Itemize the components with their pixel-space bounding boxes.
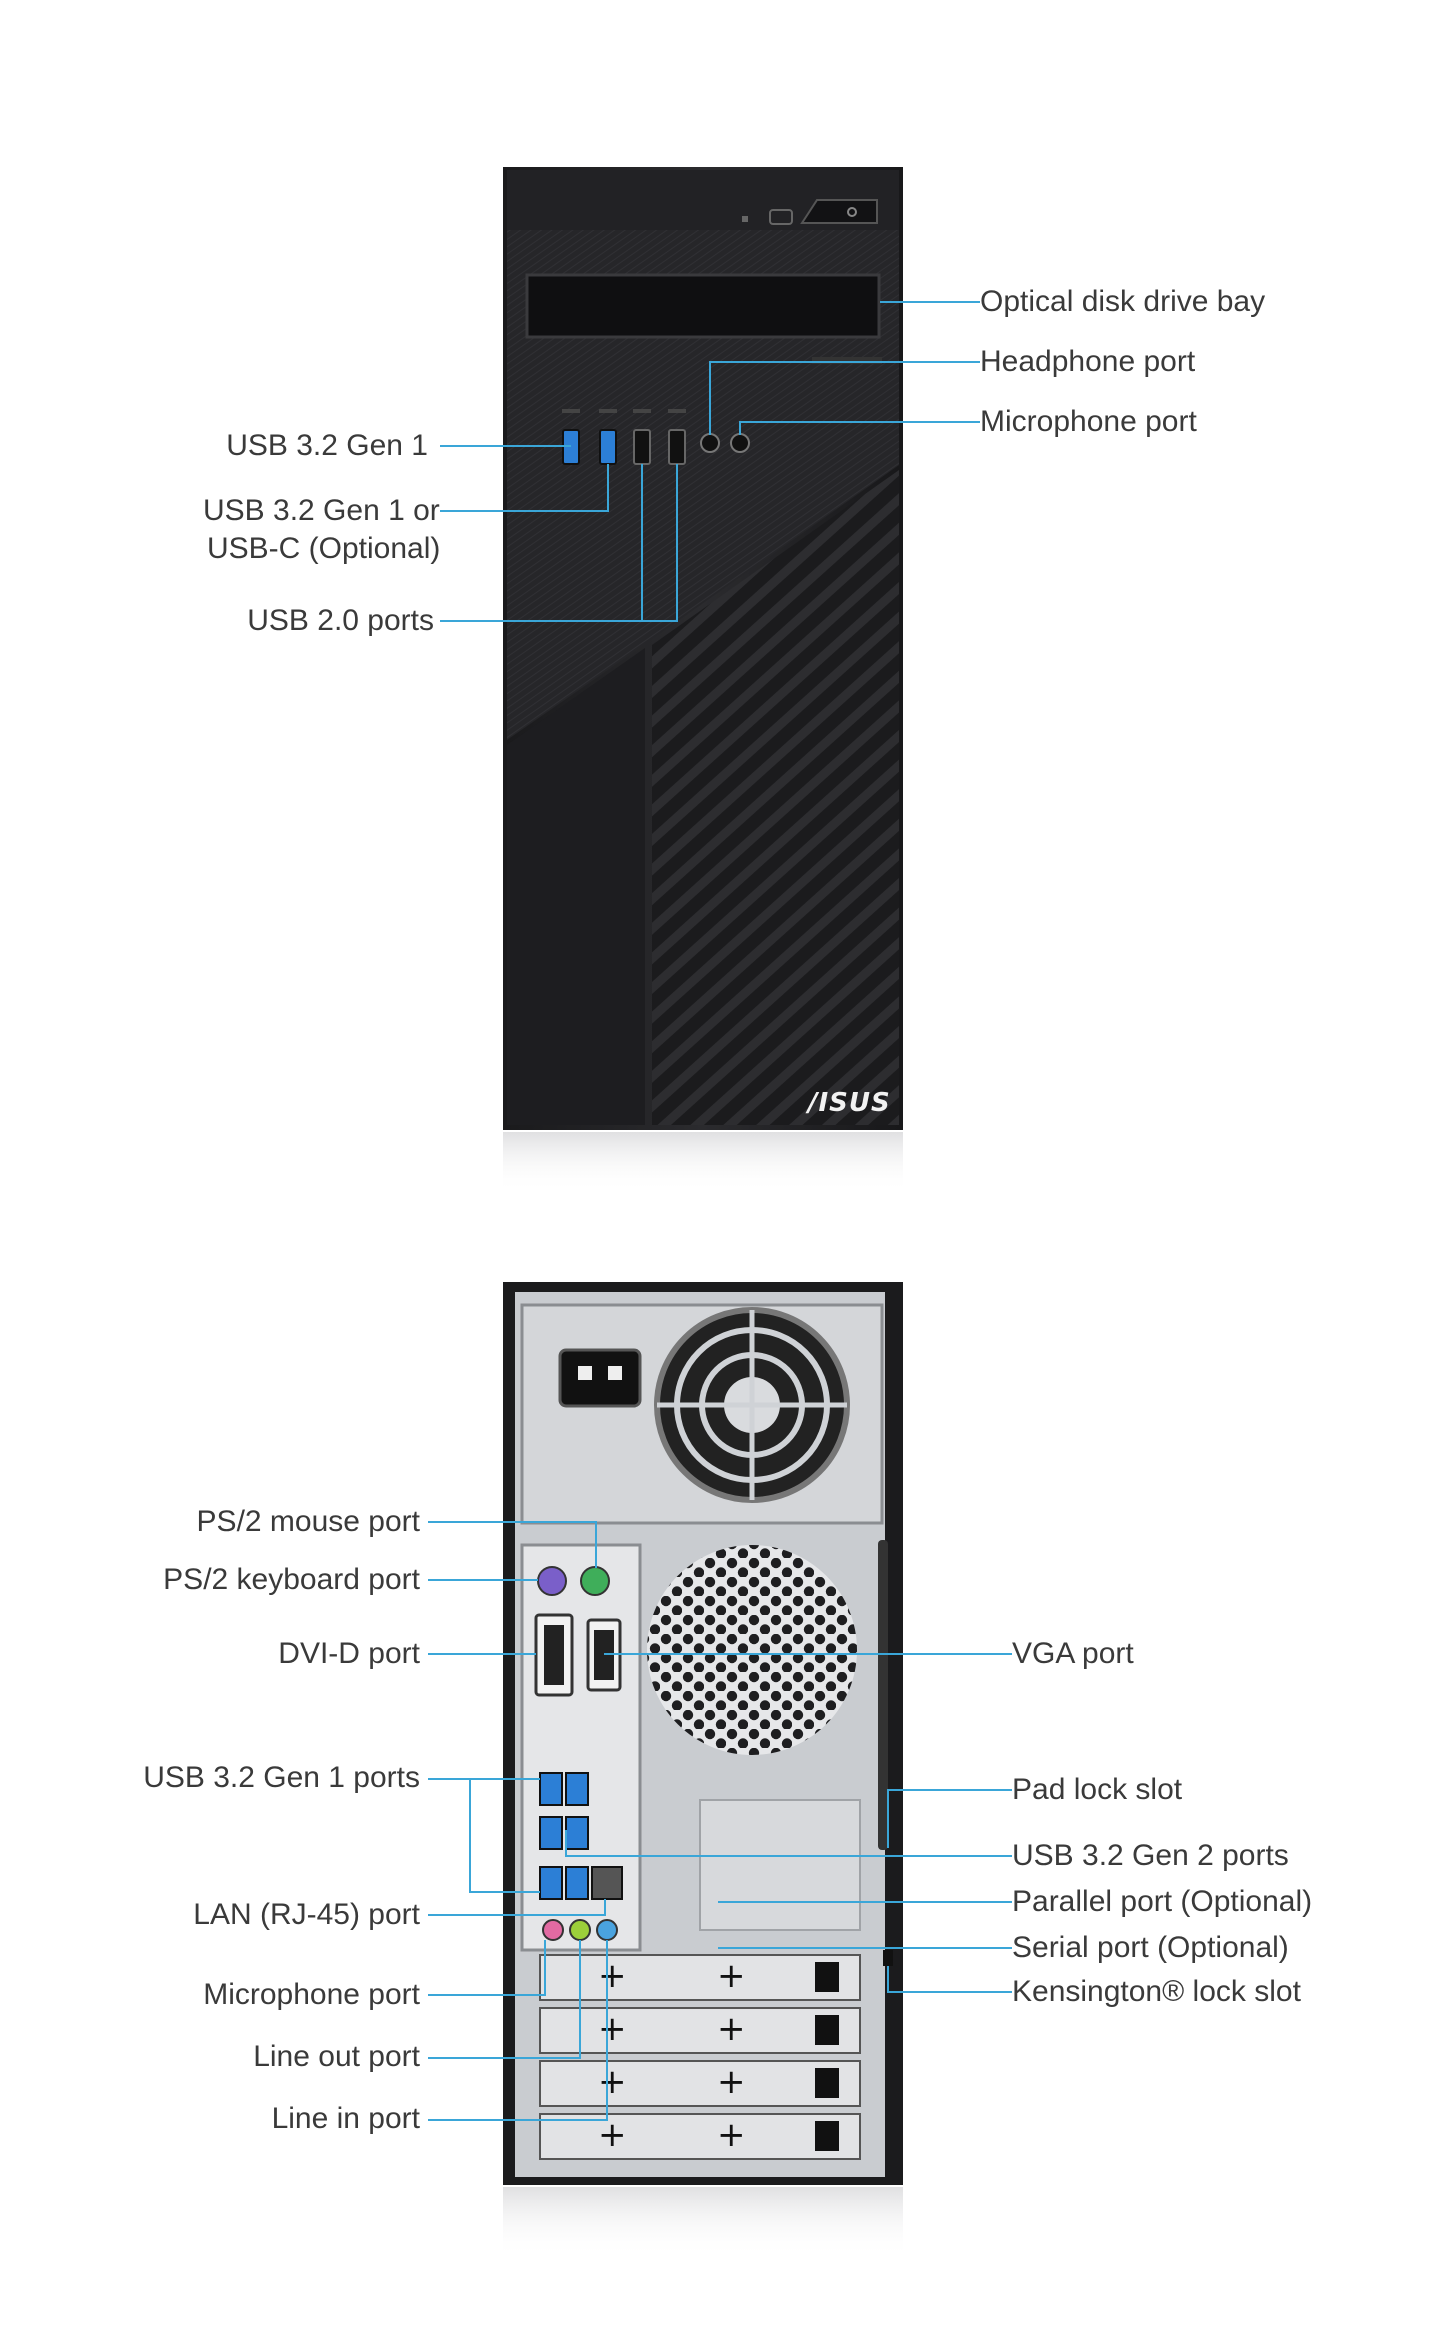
label-usb32-gen1-ports: USB 3.2 Gen 1 ports	[143, 1761, 420, 1794]
svg-text:+: +	[717, 1956, 746, 1996]
front-reflection	[503, 1132, 903, 1192]
svg-text:+: +	[717, 2062, 746, 2102]
label-dvid-port: DVI-D port	[278, 1637, 420, 1670]
label-pad-lock-slot: Pad lock slot	[1012, 1773, 1183, 1806]
rear-case: + + + + + + + +	[503, 1282, 903, 2185]
label-microphone-port-rear: Microphone port	[203, 1978, 420, 2011]
label-usb32-gen1: USB 3.2 Gen 1	[226, 429, 428, 462]
rear-reflection	[503, 2187, 903, 2257]
asus-logo: /ISUS	[808, 1088, 891, 1118]
label-parallel-port: Parallel port (Optional)	[1012, 1885, 1313, 1918]
svg-text:+: +	[717, 2009, 746, 2049]
label-kensington-lock-slot: Kensington® lock slot	[1012, 1975, 1301, 2008]
label-vga-port: VGA port	[1012, 1637, 1134, 1670]
svg-text:+: +	[598, 2062, 627, 2102]
label-usb32-gen2-ports: USB 3.2 Gen 2 ports	[1012, 1839, 1289, 1872]
label-usb20-ports: USB 2.0 ports	[247, 604, 434, 637]
label-ps2-mouse-port: PS/2 mouse port	[196, 1505, 420, 1538]
label-lan-port: LAN (RJ-45) port	[193, 1898, 420, 1931]
label-optical-drive-bay: Optical disk drive bay	[980, 285, 1266, 318]
svg-text:+: +	[598, 1956, 627, 1996]
rear-leader-lines	[428, 1521, 1012, 2121]
label-line-out-port: Line out port	[253, 2040, 420, 2073]
label-usb32-gen1-or-usbc-line2: USB-C (Optional)	[207, 532, 441, 565]
label-usb32-gen1-or-usbc-line1: USB 3.2 Gen 1 or	[203, 494, 440, 527]
svg-text:+: +	[717, 2115, 746, 2155]
svg-text:+: +	[598, 2009, 627, 2049]
label-headphone-port: Headphone port	[980, 345, 1196, 378]
front-leader-lines	[440, 301, 980, 622]
front-case	[503, 167, 903, 1130]
label-line-in-port: Line in port	[271, 2102, 420, 2135]
label-microphone-port-front: Microphone port	[980, 405, 1197, 438]
svg-text:+: +	[598, 2115, 627, 2155]
label-serial-port: Serial port (Optional)	[1012, 1931, 1289, 1964]
label-ps2-keyboard-port: PS/2 keyboard port	[163, 1563, 420, 1596]
